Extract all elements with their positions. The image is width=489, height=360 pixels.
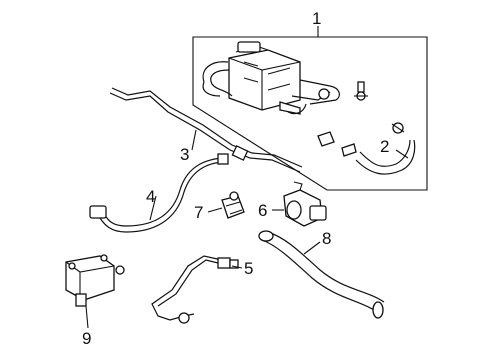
check-valve <box>221 191 245 219</box>
purge-tube <box>109 87 303 173</box>
vent-hose <box>355 122 416 175</box>
air-hose <box>258 230 385 319</box>
callout-7: 7 <box>194 203 203 222</box>
callout-8: 8 <box>322 229 331 248</box>
assembly-1-frame <box>192 36 428 191</box>
connector <box>317 131 357 157</box>
bolt <box>354 81 368 101</box>
vacuum-line <box>151 255 239 324</box>
callout-1: 1 <box>312 9 321 28</box>
callout-2: 2 <box>380 137 389 156</box>
callout-5: 5 <box>244 259 253 278</box>
pressure-sensor <box>65 254 125 307</box>
callouts: 1 2 3 4 5 6 7 8 9 <box>82 9 389 348</box>
callout-6: 6 <box>258 201 267 220</box>
vacuum-hose <box>89 153 229 233</box>
callout-9: 9 <box>82 329 91 348</box>
callout-4: 4 <box>146 187 155 206</box>
leader-lines <box>85 26 409 329</box>
evap-canister <box>202 41 340 115</box>
purge-solenoid <box>283 181 327 227</box>
callout-3: 3 <box>180 145 189 164</box>
